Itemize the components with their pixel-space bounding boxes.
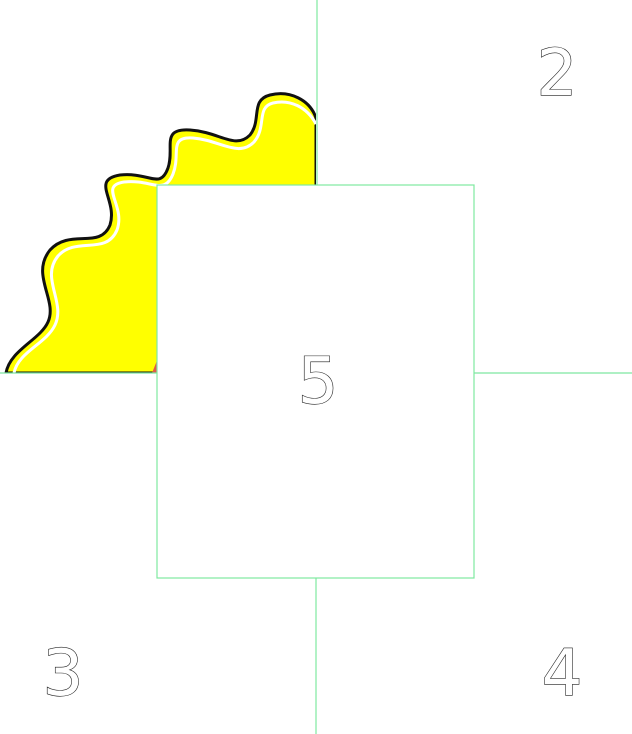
piece-label-3: 3 xyxy=(43,637,84,711)
yellow-shape-inner-white-line xyxy=(12,100,316,373)
piece-label-2: 2 xyxy=(537,37,578,111)
piece-5-frame[interactable] xyxy=(156,184,475,579)
piece-label-4: 4 xyxy=(542,637,583,711)
piece-label-5: 5 xyxy=(298,345,339,419)
